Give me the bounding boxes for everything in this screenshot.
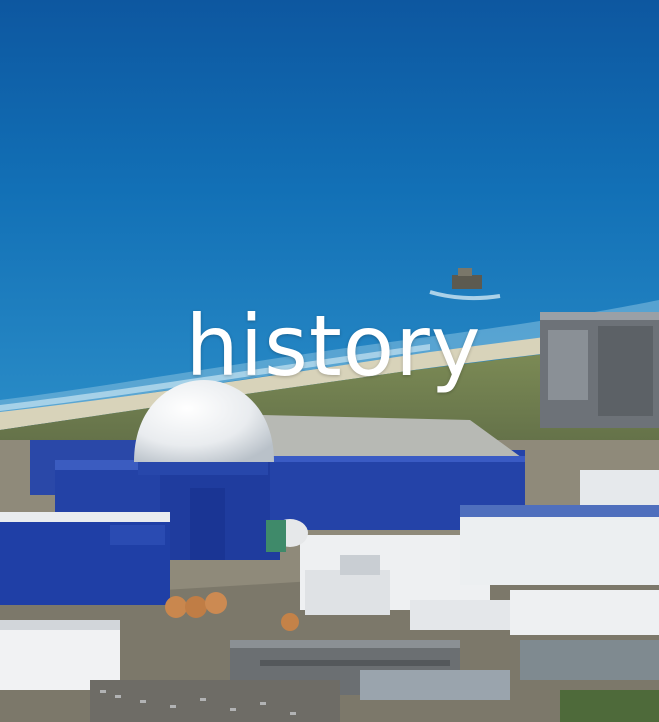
reactor-dome bbox=[134, 380, 274, 475]
sea-outfall-platform bbox=[429, 268, 501, 301]
white-buildings bbox=[0, 470, 659, 690]
blue-buildings bbox=[0, 415, 525, 605]
parked-cars bbox=[100, 690, 296, 715]
car-park bbox=[90, 680, 340, 722]
trees bbox=[560, 690, 659, 722]
storage-tanks bbox=[165, 519, 308, 631]
grey-turbine-hall bbox=[540, 312, 659, 428]
page-title: history bbox=[185, 297, 482, 395]
